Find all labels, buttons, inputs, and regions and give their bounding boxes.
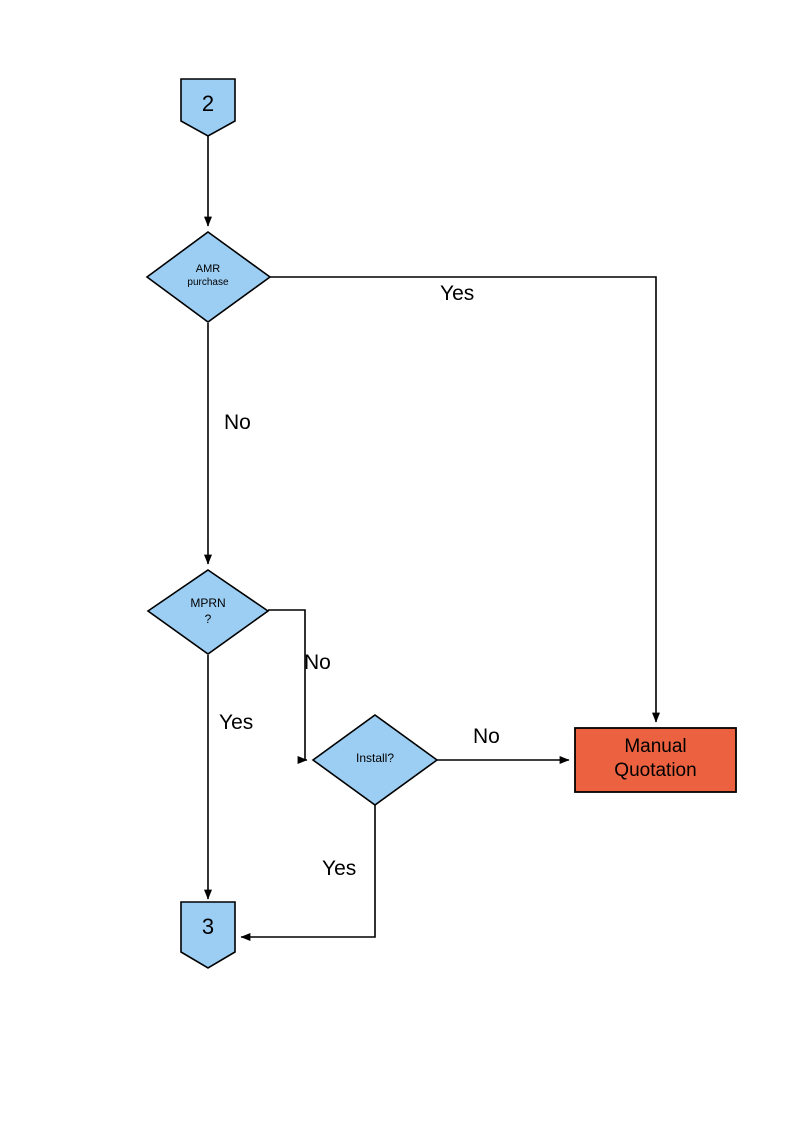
edge-label-amr-yes: Yes	[440, 282, 475, 305]
edge-label-install-yes: Yes	[322, 857, 357, 880]
node-install-decision[interactable]	[311, 714, 439, 806]
edge-label-mprn-yes: Yes	[219, 711, 254, 734]
node-end-connector[interactable]	[180, 901, 236, 969]
edge-install-yes	[240, 805, 376, 941]
edge-mprn-no	[268, 609, 308, 764]
node-manual-quotation[interactable]	[574, 727, 737, 793]
edge-label-amr-no: No	[224, 411, 251, 434]
node-mprn-decision[interactable]	[146, 569, 270, 655]
edge-label-install-no: No	[473, 725, 500, 748]
node-amr-purchase-decision[interactable]	[145, 231, 272, 323]
node-start-connector[interactable]	[180, 78, 236, 137]
edge-label-mprn-no: No	[304, 651, 331, 674]
edge-amr-yes	[270, 276, 660, 723]
